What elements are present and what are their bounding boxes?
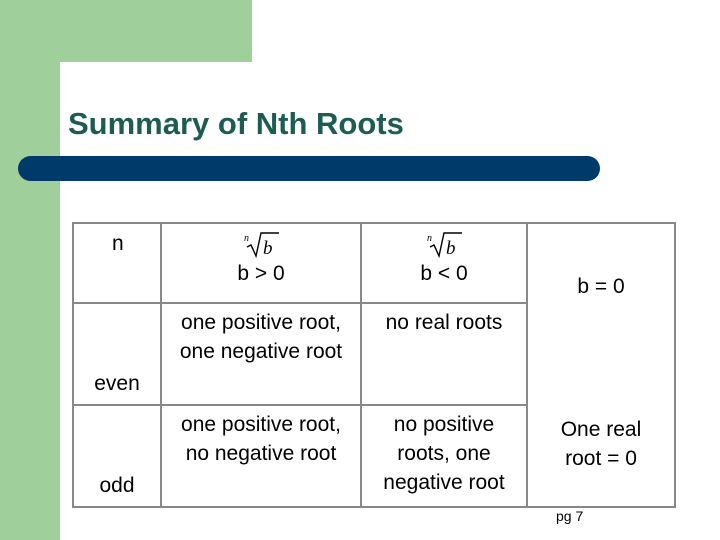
odd-negative-cell: no positive roots, one negative root: [360, 404, 528, 508]
table-header-row: n n b b > 0 n b b < 0 b = 0: [72, 222, 676, 304]
even-negative-cell: no real roots: [360, 302, 528, 406]
header-zero-cell: b = 0: [526, 222, 676, 303]
cell-line: one positive root,: [181, 413, 341, 436]
radical-index: n: [427, 233, 432, 244]
radical-radicand: b: [446, 238, 456, 258]
page-number: pg 7: [556, 508, 584, 524]
nth-root-symbol: n b: [244, 232, 279, 258]
cell-line: negative root: [383, 471, 505, 494]
zero-value-cell: One real root = 0: [526, 303, 676, 508]
cell-line: no positive: [393, 413, 495, 436]
row-label-even: even: [72, 302, 162, 406]
header-b-zero: b = 0: [577, 275, 625, 298]
nth-root-symbol: n b: [427, 232, 462, 258]
slide-title: Summary of Nth Roots: [68, 106, 404, 141]
left-green-panel: [0, 0, 60, 540]
even-positive-cell: one positive root, one negative root: [160, 302, 362, 406]
header-b-negative: b < 0: [420, 262, 468, 285]
row-label-odd: odd: [72, 404, 162, 508]
cell-line: one positive root,: [181, 311, 341, 334]
row-label-text: even: [94, 372, 140, 395]
header-negative-cell: n b b < 0: [360, 222, 528, 304]
row-label-text: odd: [99, 474, 135, 497]
cell-line: One real: [560, 417, 642, 441]
cell-line: one negative root: [179, 340, 343, 363]
header-b-positive: b > 0: [237, 262, 285, 285]
header-positive-cell: n b b > 0: [160, 222, 362, 304]
odd-positive-cell: one positive root, no negative root: [160, 404, 362, 508]
cell-line: roots, one: [397, 442, 491, 465]
header-n-cell: n: [72, 222, 162, 304]
nth-roots-table: n n b b > 0 n b b < 0 b = 0 even one: [72, 222, 676, 508]
header-n-label: n: [112, 232, 124, 255]
table-row-even: even one positive root, one negative roo…: [72, 302, 676, 508]
cell-line: no real roots: [385, 311, 503, 334]
table-row-odd: odd one positive root, no negative root …: [72, 404, 675, 508]
radical-radicand: b: [263, 238, 273, 258]
top-green-panel: [0, 0, 252, 62]
radical-index: n: [244, 233, 249, 244]
title-underline-bar: [18, 156, 600, 181]
cell-line: root = 0: [565, 446, 637, 470]
cell-line: no negative root: [185, 442, 337, 465]
